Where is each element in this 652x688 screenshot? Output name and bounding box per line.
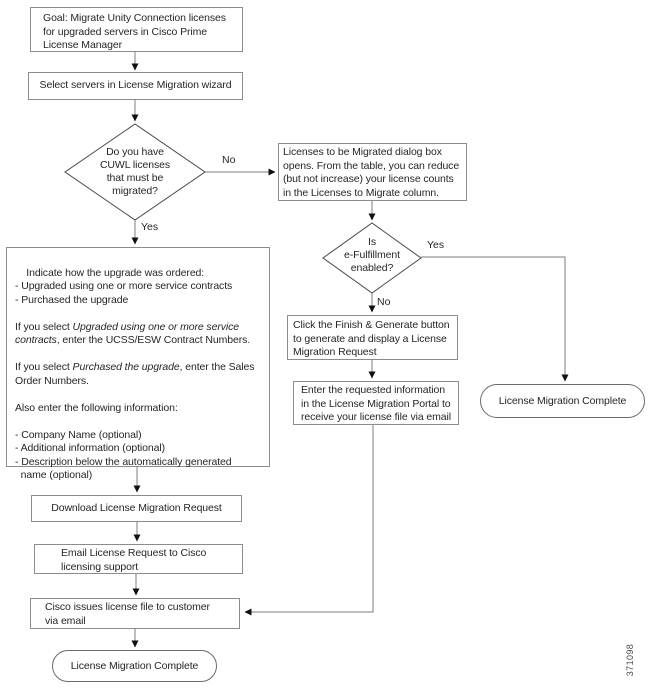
cuwl-decision-label: Do you have CUWL licenses that must be m…	[65, 130, 205, 214]
edge-label-cuwl-no: No	[222, 154, 236, 166]
figure-number: 371098	[625, 643, 635, 677]
ordering-intro: Indicate how the upgrade was ordered: - …	[15, 266, 233, 306]
ordering-p2-italic: Upgraded using one or more service contr…	[15, 320, 239, 347]
efulfillment-decision-diamond-shape	[322, 222, 422, 294]
efulfillment-decision-label: Is e-Fulfillment enabled?	[323, 225, 421, 285]
select-servers-box: Select servers in License Migration wiza…	[28, 72, 243, 100]
download-request-box: Download License Migration Request	[31, 495, 242, 522]
finish-generate-text: Click the Finish & Generate button to ge…	[293, 319, 450, 358]
edge-label-cuwl-yes: Yes	[141, 221, 159, 233]
ordering-options: - Company Name (optional) - Additional i…	[15, 428, 232, 482]
ordering-also: Also enter the following information:	[15, 401, 178, 414]
select-servers-text: Select servers in License Migration wiza…	[39, 79, 232, 92]
finish-generate-box: Click the Finish & Generate button to ge…	[287, 315, 458, 360]
edge-label-efulfillment-no: No	[377, 296, 391, 308]
goal-text: Goal: Migrate Unity Connection licenses …	[43, 12, 226, 51]
ordering-details-box: Indicate how the upgrade was ordered: - …	[6, 247, 270, 481]
edge-label-efulfillment-yes: Yes	[427, 239, 445, 251]
complete-terminal-right: License Migration Complete	[480, 384, 645, 418]
ordering-p3-post: , enter the Sales Order Numbers.	[15, 361, 255, 387]
ordering-p3-pre: If you select	[15, 361, 73, 373]
efulfillment-decision-text: Is e-Fulfillment enabled?	[344, 235, 400, 274]
ordering-p3-italic: Purchased the upgrade	[72, 361, 180, 373]
licenses-migrate-dialog-box: Licenses to be Migrated dialog box opens…	[278, 143, 467, 201]
complete-terminal-right-text: License Migration Complete	[498, 395, 627, 407]
licenses-migrate-dialog-text: Licenses to be Migrated dialog box opens…	[283, 146, 460, 199]
complete-terminal-bottom: License Migration Complete	[52, 650, 217, 682]
migration-portal-box: Enter the requested information in the L…	[293, 381, 459, 425]
download-request-text: Download License Migration Request	[51, 501, 222, 514]
complete-terminal-bottom-text: License Migration Complete	[70, 660, 199, 672]
ordering-p2-pre: If you select	[15, 320, 73, 333]
cisco-issues-box: Cisco issues license file to customer vi…	[30, 598, 240, 629]
cuwl-decision-diamond-shape	[64, 123, 206, 221]
email-request-box: Email License Request to Cisco licensing…	[34, 544, 243, 574]
cuwl-decision-text: Do you have CUWL licenses that must be m…	[99, 146, 171, 197]
email-request-text: Email License Request to Cisco licensing…	[61, 547, 207, 573]
goal-box: Goal: Migrate Unity Connection licenses …	[30, 7, 243, 52]
migration-portal-text: Enter the requested information in the L…	[301, 384, 451, 423]
cisco-issues-text: Cisco issues license file to customer vi…	[45, 601, 210, 627]
ordering-p2-post: , enter the UCSS/ESW Contract Numbers.	[56, 334, 251, 346]
